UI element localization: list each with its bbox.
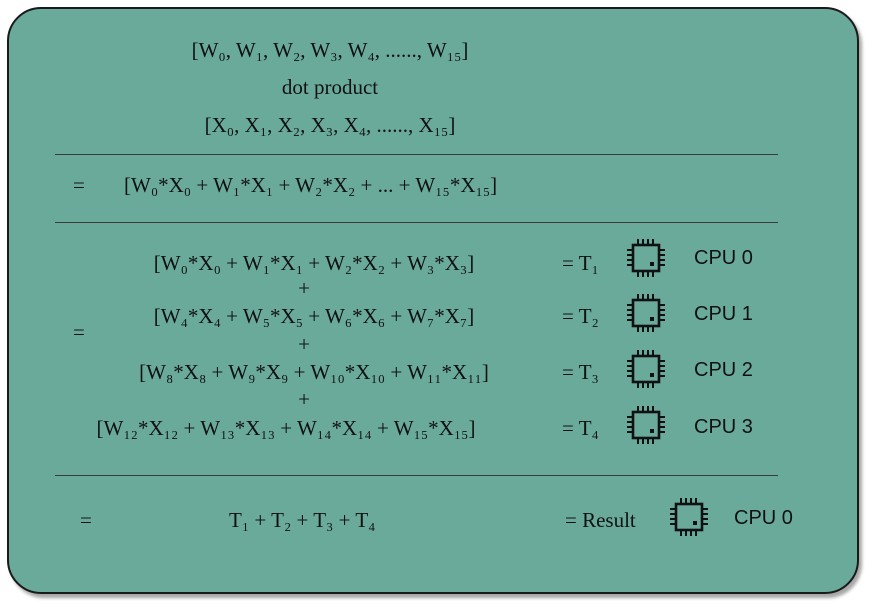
partials-equals: =	[73, 320, 85, 344]
cpu-chip-icon	[625, 348, 667, 390]
full-sum-equals: =	[73, 173, 85, 197]
w-vector: [W₀, W₁, W₂, W₃, W₄, ......, W₁₅]	[191, 38, 469, 62]
cpu-label-1: CPU 1	[694, 303, 753, 325]
divider-3	[55, 475, 778, 476]
partial-expression-1: [W₄*X₄ + W₅*X₅ + W₆*X₆ + W₇*X₇]	[153, 304, 475, 328]
final-cpu-label: CPU 0	[734, 507, 793, 529]
plus-sign-2: +	[298, 387, 310, 411]
partial-expression-3: [W₁₂*X₁₂ + W₁₃*X₁₃ + W₁₄*X₁₄ + W₁₅*X₁₅]	[96, 416, 476, 440]
cpu-label-0: CPU 0	[694, 247, 753, 269]
final-equals: =	[80, 508, 92, 532]
partial-result-2: = T₃	[562, 360, 599, 384]
divider-1	[55, 154, 778, 155]
x-vector: [X₀, X₁, X₂, X₃, X₄, ......, X₁₅]	[204, 113, 456, 137]
partial-result-0: = T₁	[562, 251, 599, 275]
final-expression: T₁ + T₂ + T₃ + T₄	[229, 508, 376, 532]
cpu-chip-icon	[625, 404, 667, 446]
cpu-label-3: CPU 3	[694, 416, 753, 438]
cpu-chip-icon	[668, 496, 710, 538]
partial-expression-0: [W₀*X₀ + W₁*X₁ + W₂*X₂ + W₃*X₃]	[153, 251, 475, 275]
partial-result-1: = T₂	[562, 304, 599, 328]
partial-result-3: = T₄	[562, 416, 599, 440]
cpu-chip-icon	[625, 237, 667, 279]
cpu-chip-icon	[625, 292, 667, 334]
dot-product-label: dot product	[281, 75, 379, 99]
plus-sign-0: +	[298, 276, 310, 300]
divider-2	[55, 222, 778, 223]
diagram-card	[7, 7, 859, 594]
plus-sign-1: +	[298, 332, 310, 356]
partial-expression-2: [W₈*X₈ + W₉*X₉ + W₁₀*X₁₀ + W₁₁*X₁₁]	[139, 360, 489, 384]
full-sum-expression: [W₀*X₀ + W₁*X₁ + W₂*X₂ + ... + W₁₅*X₁₅]	[124, 173, 498, 197]
cpu-label-2: CPU 2	[694, 359, 753, 381]
final-result: = Result	[565, 508, 636, 532]
